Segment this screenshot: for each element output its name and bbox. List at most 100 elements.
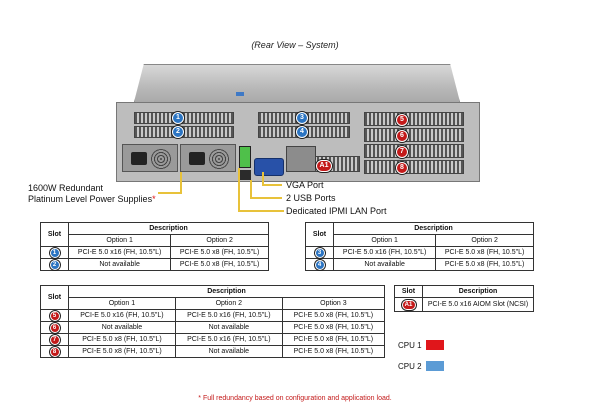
table-cell: Not available (332, 258, 437, 271)
table-cell: PCI-E 5.0 x16 (FH, 10.5"L) (332, 246, 437, 259)
footnote: * Full redundancy based on configuration… (198, 395, 392, 402)
power-socket (189, 152, 205, 165)
table-row: 1 PCI-E 5.0 x16 (FH, 10.5"L) PCI-E 5.0 x… (40, 246, 269, 259)
col-header-slot: Slot (394, 285, 423, 298)
chassis-top-cover (134, 64, 460, 102)
table-row: 7 PCI-E 5.0 x8 (FH, 10.5"L) PCI-E 5.0 x1… (40, 333, 386, 346)
slot-badge-aiom: A1 (401, 299, 416, 310)
slot-badge-3: 3 (296, 112, 308, 124)
slot-badge-2: 2 (172, 126, 184, 138)
slot-badge: 1 (49, 247, 60, 258)
table-row: 2 Not available PCI-E 5.0 x8 (FH, 10.5"L… (40, 258, 269, 271)
ipmi-callout-line-h (238, 210, 284, 212)
col-header-option-3: Option 3 (281, 297, 386, 310)
col-header-description: Description (68, 285, 385, 298)
table-cell: PCI-E 5.0 x16 (FH, 10.5"L) (174, 333, 283, 346)
pcie-bay-1 (134, 112, 234, 124)
table-cell: PCI-E 5.0 x8 (FH, 10.5"L) (281, 345, 386, 358)
ipmi-lan-port (239, 146, 251, 168)
table-cell: PCI-E 5.0 x8 (FH, 10.5"L) (68, 333, 176, 346)
psu-fan (151, 149, 171, 169)
usb-callout-line-h (250, 197, 282, 199)
table-cell: Not available (67, 258, 172, 271)
slot-badge: 4 (314, 259, 325, 270)
pcie-bay-6 (364, 128, 464, 142)
legend-cpu2-swatch (426, 361, 444, 371)
psu-footnote-mark: * (152, 194, 156, 204)
psu-callout-line2-wrap: Platinum Level Power Supplies* (28, 194, 160, 205)
table-cell: Not available (174, 345, 283, 358)
table-cell: PCI-E 5.0 x8 (FH, 10.5"L) (435, 258, 534, 271)
slot-badge: 3 (314, 247, 325, 258)
slot-badge-8: 8 (396, 162, 408, 174)
col-header-slot: Slot (305, 222, 334, 247)
legend-cpu1-swatch (426, 340, 444, 350)
slot-table-5-8: Slot Description Option 1 Option 2 Optio… (40, 285, 386, 358)
power-supply-1 (122, 144, 178, 172)
table-cell: Not available (68, 321, 176, 334)
vga-callout-line-v (262, 172, 264, 186)
table-cell: PCI-E 5.0 x8 (FH, 10.5"L) (68, 345, 176, 358)
table-cell: PCI-E 5.0 x8 (FH, 10.5"L) (281, 333, 386, 346)
figure-caption: (Rear View – System) (251, 40, 339, 50)
col-header-option-1: Option 1 (67, 234, 172, 247)
table-cell: PCI-E 5.0 x16 (FH, 10.5"L) (174, 309, 283, 322)
slot-badge-a1: A1 (316, 160, 332, 172)
col-header-description: Description (333, 222, 534, 235)
slot-badge: 7 (49, 334, 60, 345)
col-header-description: Description (422, 285, 534, 298)
slot-badge-6: 6 (396, 130, 408, 142)
slot-table-aiom: Slot Description A1 PCI-E 5.0 x16 AIOM S… (394, 285, 534, 312)
legend-cpu1: CPU 1 (398, 340, 444, 350)
ipmi-callout-line-v (238, 168, 240, 212)
table-cell: PCI-E 5.0 x8 (FH, 10.5"L) (281, 309, 386, 322)
usb-callout-label: 2 USB Ports (286, 193, 336, 203)
psu-callout-label: 1600W Redundant Platinum Level Power Sup… (28, 183, 160, 205)
table-cell: PCI-E 5.0 x16 AIOM Slot (NCSI) (422, 297, 534, 312)
rear-io-module (286, 146, 316, 172)
table-cell: PCI-E 5.0 x8 (FH, 10.5"L) (170, 258, 269, 271)
psu-callout-line1: 1600W Redundant (28, 183, 104, 193)
usb-ports (239, 170, 251, 180)
pcie-bay-7 (364, 144, 464, 158)
col-header-slot: Slot (40, 222, 69, 247)
table-row: A1 PCI-E 5.0 x16 AIOM Slot (NCSI) (394, 297, 534, 312)
slot-table-3-4: Slot Description Option 1 Option 2 3 PCI… (305, 222, 534, 271)
slot-badge: 6 (49, 322, 60, 333)
table-row: 5 PCI-E 5.0 x16 (FH, 10.5"L) PCI-E 5.0 x… (40, 309, 386, 322)
col-header-option-2: Option 2 (174, 297, 283, 310)
col-header-option-1: Option 1 (68, 297, 176, 310)
table-row: 6 Not available Not available PCI-E 5.0 … (40, 321, 386, 334)
slot-badge-1: 1 (172, 112, 184, 124)
col-header-option-1: Option 1 (332, 234, 437, 247)
col-header-option-2: Option 2 (435, 234, 534, 247)
table-cell: PCI-E 5.0 x8 (FH, 10.5"L) (281, 321, 386, 334)
pcie-bay-8 (364, 160, 464, 174)
server-chassis-rear: 1 2 3 4 5 6 7 8 A1 (116, 60, 480, 184)
psu-callout-line-h (158, 192, 182, 194)
vga-callout-line-h (262, 184, 282, 186)
slot-badge: 2 (49, 259, 60, 270)
vga-callout-label: VGA Port (286, 180, 324, 190)
vga-port (254, 158, 284, 176)
slot-badge-7: 7 (396, 146, 408, 158)
slot-table-1-2: Slot Description Option 1 Option 2 1 PCI… (40, 222, 269, 271)
table-row: 3 PCI-E 5.0 x16 (FH, 10.5"L) PCI-E 5.0 x… (305, 246, 534, 259)
psu-fan (209, 149, 229, 169)
pcie-bay-5 (364, 112, 464, 126)
table-cell: PCI-E 5.0 x16 (FH, 10.5"L) (68, 309, 176, 322)
table-row: 4 Not available PCI-E 5.0 x8 (FH, 10.5"L… (305, 258, 534, 271)
legend-cpu2-label: CPU 2 (398, 362, 422, 371)
table-cell: PCI-E 5.0 x8 (FH, 10.5"L) (170, 246, 269, 259)
table-row: 8 PCI-E 5.0 x8 (FH, 10.5"L) Not availabl… (40, 345, 386, 358)
table-cell: PCI-E 5.0 x16 (FH, 10.5"L) (67, 246, 172, 259)
slot-badge: 5 (49, 310, 60, 321)
psu-callout-line-v (180, 172, 182, 194)
col-header-option-2: Option 2 (170, 234, 269, 247)
pcie-bay-2 (134, 126, 234, 138)
col-header-slot: Slot (40, 285, 69, 310)
slot-badge-5: 5 (396, 114, 408, 126)
slot-badge: 8 (49, 346, 60, 357)
power-socket (131, 152, 147, 165)
chassis-label-sticker (236, 92, 244, 96)
